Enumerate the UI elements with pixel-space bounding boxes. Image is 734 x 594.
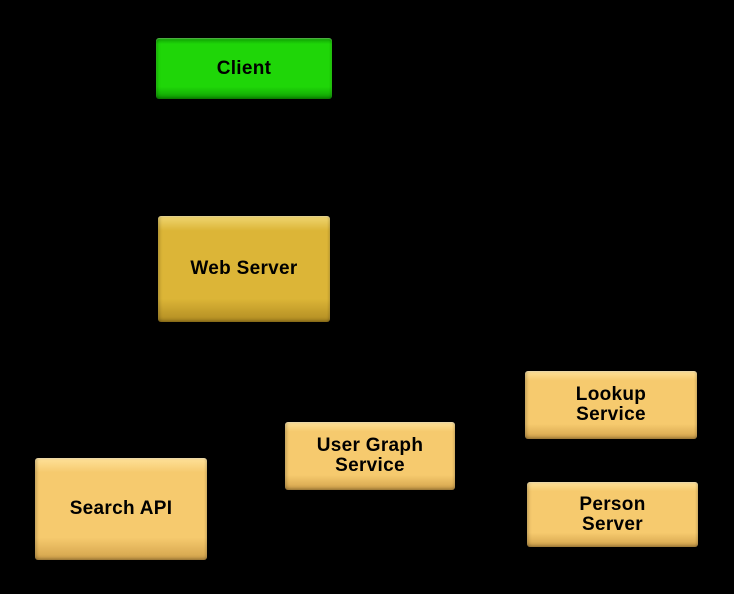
node-person-server[interactable]: Person Server	[527, 482, 698, 547]
node-label: User Graph Service	[316, 435, 424, 476]
node-user-graph-service[interactable]: User Graph Service	[285, 422, 455, 490]
node-label: Person Server	[579, 493, 646, 535]
node-label: Lookup Service	[575, 384, 647, 425]
node-search-api[interactable]: Search API	[35, 458, 207, 560]
node-label: Client	[216, 57, 272, 79]
node-label: Web Server	[190, 258, 298, 279]
node-client[interactable]: Client	[156, 38, 332, 99]
node-web-server[interactable]: Web Server	[158, 216, 330, 322]
node-lookup-service[interactable]: Lookup Service	[525, 371, 697, 439]
node-label: Search API	[69, 498, 173, 519]
